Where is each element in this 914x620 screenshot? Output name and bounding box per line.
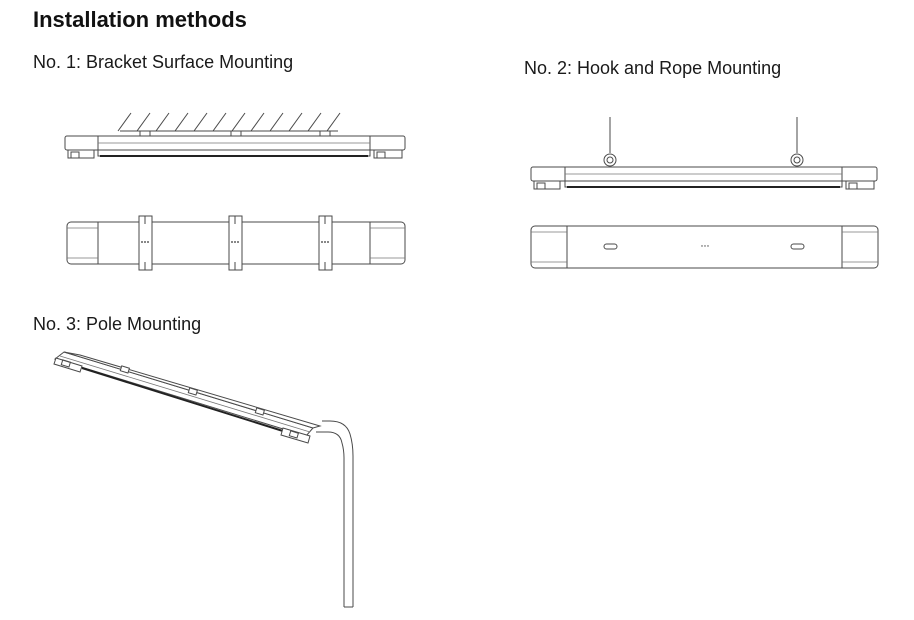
hook-ring bbox=[790, 153, 804, 167]
bracket-surface-side-view bbox=[64, 112, 406, 159]
bracket-clip bbox=[318, 215, 333, 271]
hook-ring bbox=[603, 153, 617, 167]
bracket-clip bbox=[138, 215, 153, 271]
pole bbox=[322, 420, 354, 607]
pole-mounting-view bbox=[53, 351, 354, 608]
ceiling-hatch bbox=[117, 112, 341, 132]
hook-rope-side-view bbox=[530, 117, 878, 190]
page-title: Installation methods bbox=[33, 7, 247, 32]
tilted-fixture bbox=[53, 351, 322, 444]
method-2-label: No. 2: Hook and Rope Mounting bbox=[524, 58, 782, 78]
hook-slot bbox=[603, 243, 618, 250]
method-3-label: No. 3: Pole Mounting bbox=[33, 314, 202, 334]
bracket-clip bbox=[228, 215, 243, 271]
method-1-label: No. 1: Bracket Surface Mounting bbox=[33, 52, 294, 72]
hook-rope-front-view bbox=[530, 225, 879, 269]
hook-slot bbox=[790, 243, 805, 250]
bracket-surface-front-view bbox=[66, 215, 406, 271]
